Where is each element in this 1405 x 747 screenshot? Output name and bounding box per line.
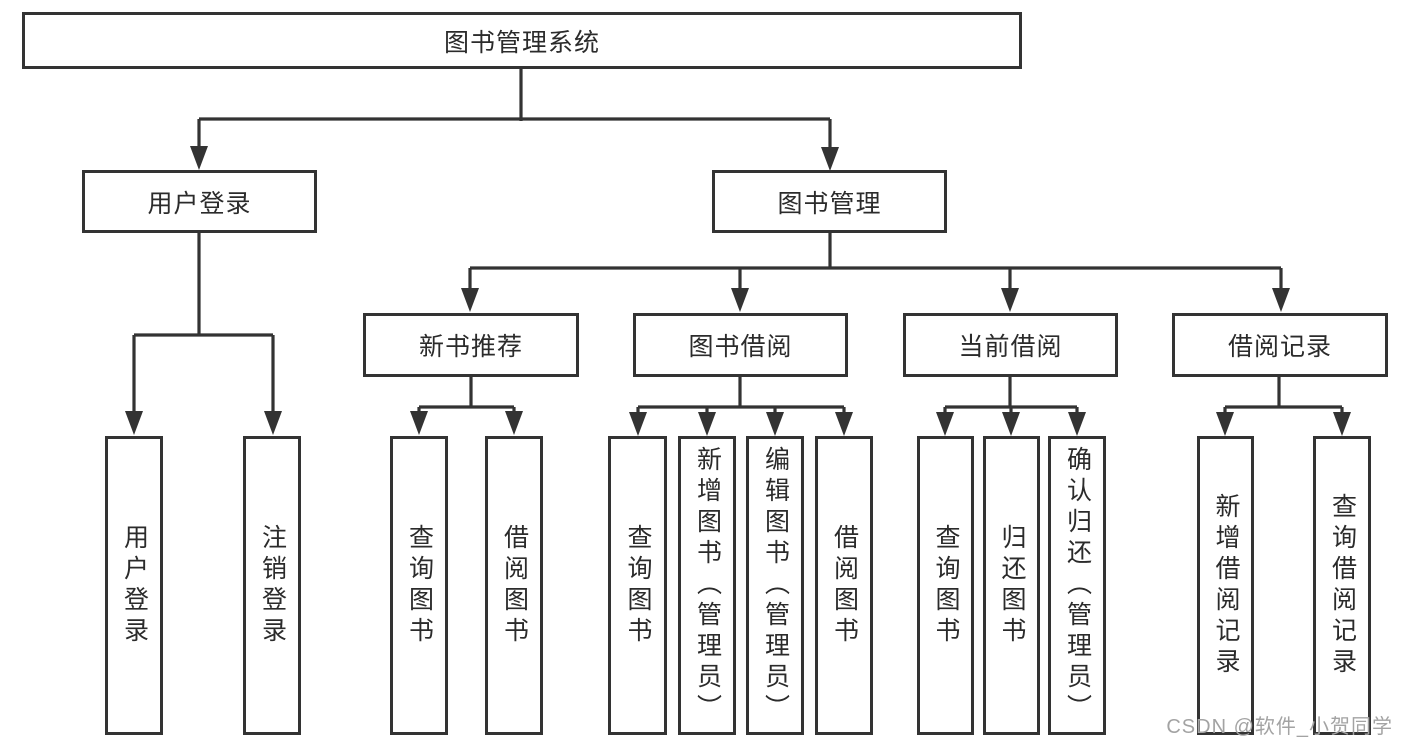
node-label: 借阅图书 [830, 523, 859, 648]
leaf-borrow-book: 借阅图书 [815, 436, 873, 735]
node-label: 编辑图书（管理员） [761, 446, 790, 725]
node-label: 查询图书 [932, 523, 960, 648]
leaf-confirm-return-admin: 确认归还（管理员） [1048, 436, 1106, 735]
node-label: 新增图书（管理员） [693, 446, 722, 725]
node-new-book-recommend: 新书推荐 [363, 313, 579, 377]
node-label: 新增借阅记录 [1212, 492, 1240, 679]
leaf-logout: 注销登录 [243, 436, 301, 735]
watermark: CSDN @软件_小贺同学 [1166, 716, 1393, 738]
node-book-borrow: 图书借阅 [633, 313, 848, 377]
node-label: 查询图书 [624, 523, 652, 648]
leaf-return-book: 归还图书 [983, 436, 1040, 735]
leaf-query-book: 查询图书 [390, 436, 448, 735]
node-current-borrow: 当前借阅 [903, 313, 1118, 377]
node-label: 归还图书 [998, 523, 1026, 648]
node-label: 当前借阅 [958, 333, 1063, 361]
leaf-add-book-admin: 新增图书（管理员） [678, 436, 736, 735]
node-label: 用户登录 [147, 189, 252, 218]
leaf-query-book: 查询图书 [917, 436, 974, 735]
leaf-query-borrow-record: 查询借阅记录 [1313, 436, 1371, 735]
node-label: 确认归还（管理员） [1063, 446, 1092, 725]
node-label: 查询借阅记录 [1328, 492, 1357, 679]
node-book-management: 图书管理 [712, 170, 947, 233]
node-label: 用户登录 [120, 523, 149, 648]
leaf-add-borrow-record: 新增借阅记录 [1197, 436, 1254, 735]
leaf-user-login: 用户登录 [105, 436, 163, 735]
node-label: 注销登录 [258, 523, 287, 648]
node-label: 图书管理系统 [443, 28, 600, 57]
leaf-borrow-book: 借阅图书 [485, 436, 543, 735]
node-borrow-records: 借阅记录 [1172, 313, 1388, 377]
node-label: 查询图书 [405, 523, 434, 648]
node-label: 新书推荐 [418, 333, 523, 361]
node-label: 借阅记录 [1227, 333, 1332, 361]
node-root: 图书管理系统 [22, 12, 1022, 69]
node-label: 图书管理 [777, 189, 882, 218]
leaf-query-book: 查询图书 [608, 436, 667, 735]
node-label: 图书借阅 [688, 333, 793, 361]
leaf-edit-book-admin: 编辑图书（管理员） [746, 436, 804, 735]
node-user-login: 用户登录 [82, 170, 317, 233]
node-label: 借阅图书 [500, 523, 529, 648]
